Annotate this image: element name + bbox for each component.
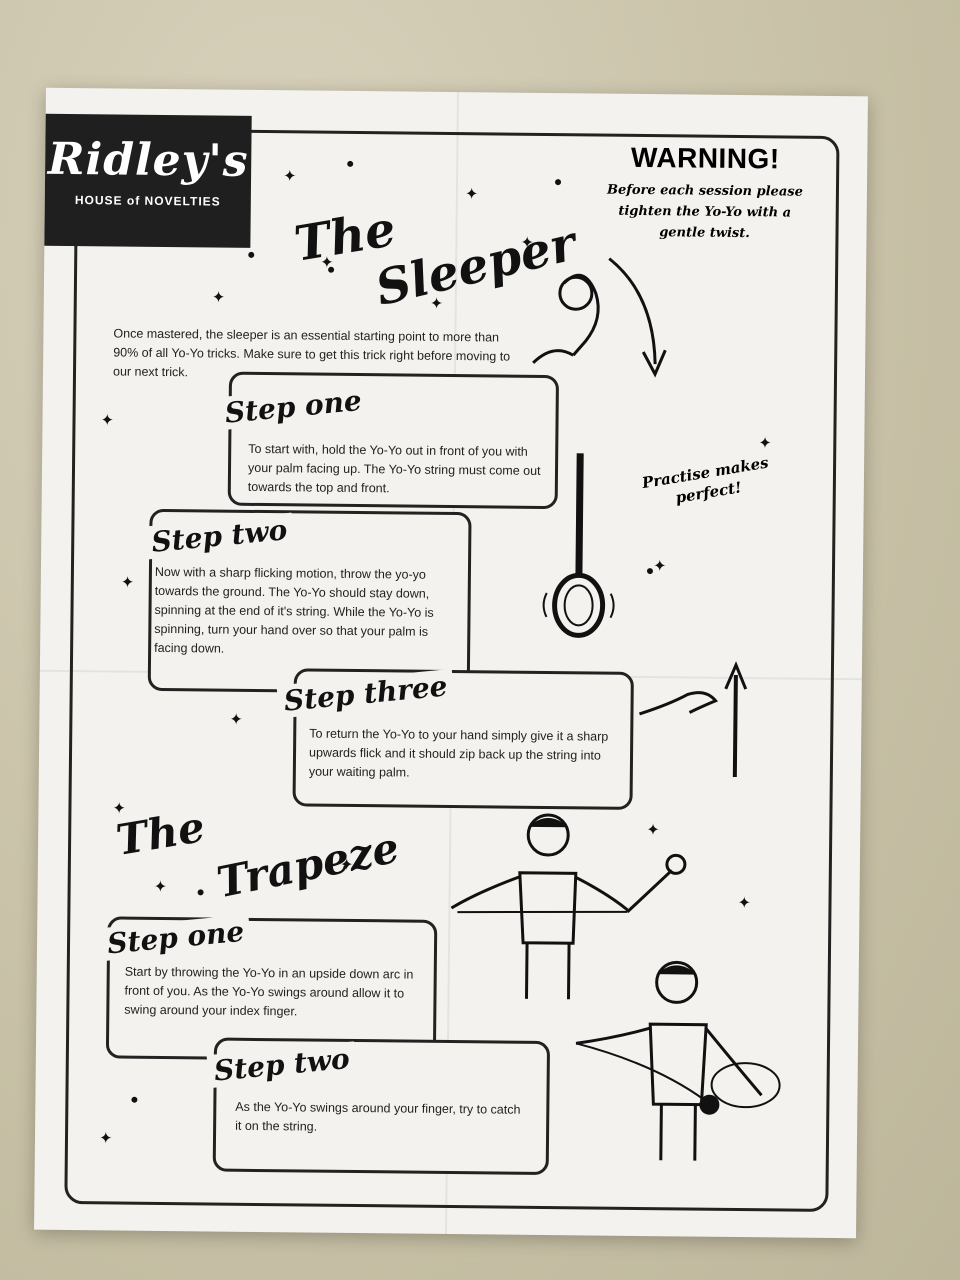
sparkle-icon: ✦: [282, 168, 297, 186]
decorative-dot: [347, 160, 354, 167]
decorative-dot: [197, 889, 204, 896]
sparkle-icon: ✦: [652, 558, 667, 576]
decorative-dot: [646, 568, 654, 575]
warning-title: WARNING!: [630, 141, 780, 175]
sparkle-icon: ✦: [211, 289, 226, 307]
sparkle-icon: ✦: [120, 574, 135, 592]
decorative-dot: [131, 1096, 138, 1103]
trapeze-step-one-text: Start by throwing the Yo-Yo in an upside…: [124, 964, 414, 1019]
sparkle-icon: ✦: [339, 856, 354, 874]
hand-holding-yoyo-illustration: [532, 273, 600, 364]
sparkle-icon: ✦: [737, 895, 751, 913]
sparkle-icon: ✦: [229, 711, 243, 729]
sparkle-icon: ✦: [646, 822, 660, 840]
warning-box: WARNING! Before each session please tigh…: [604, 142, 805, 245]
sparkle-icon: ✦: [520, 234, 534, 252]
sparkle-icon: ✦: [98, 1130, 113, 1148]
decorative-dot: [248, 251, 255, 258]
boy-trapeze-illustration-top: [450, 813, 687, 1000]
trapeze-step-two-text: As the Yo-Yo swings around your finger, …: [235, 1099, 521, 1134]
sparkle-icon: ✦: [429, 295, 444, 313]
sparkle-icon: ✦: [112, 800, 126, 818]
sparkle-icon: ✦: [153, 878, 168, 897]
decorative-dot: [328, 266, 335, 273]
downward-arrow-icon: [608, 257, 667, 378]
decorative-dot: [555, 179, 562, 186]
instruction-sheet: Ridley's HOUSE of NOVELTIES The Sleeper …: [34, 87, 868, 1239]
brand-tagline: HOUSE of NOVELTIES: [74, 193, 221, 209]
sleeper-step-two-text: Now with a sharp flicking motion, throw …: [154, 564, 434, 656]
brand-logo: Ridley's HOUSE of NOVELTIES: [44, 113, 252, 248]
warning-text: Before each session please tighten the Y…: [606, 182, 803, 242]
sparkle-icon: ✦: [464, 186, 479, 204]
spinning-yoyo-illustration: [542, 453, 615, 638]
boy-trapeze-illustration-bottom: [575, 960, 781, 1161]
sleeper-step-one-text: To start with, hold the Yo-Yo out in fro…: [247, 441, 541, 496]
sleeper-step-three-text: To return the Yo-Yo to your hand simply …: [308, 726, 609, 780]
brand-name: Ridley's: [47, 133, 249, 187]
sparkle-icon: ✦: [758, 435, 772, 453]
hand-flick-up-illustration: [639, 661, 748, 777]
sparkle-icon: ✦: [100, 412, 115, 430]
